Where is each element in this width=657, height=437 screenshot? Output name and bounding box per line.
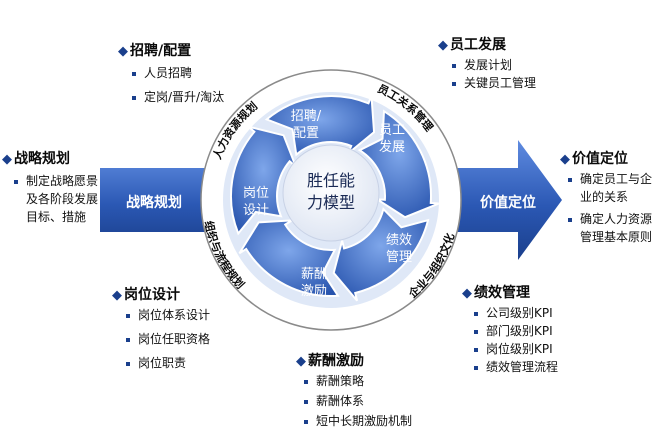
center-label-line1: 胜任能 (306, 171, 355, 190)
panel-recruit-title-text: 招聘/配置 (130, 43, 192, 59)
panel-perf-title: ◆绩效管理 (462, 282, 530, 302)
panel-position-title-text: 岗位设计 (124, 287, 180, 303)
panel-dev-title: ◆员工发展 (438, 34, 506, 54)
panel-position-list: 岗位体系设计 岗位任职资格 岗位职责 (126, 306, 210, 372)
panel-position-title: ◆岗位设计 (112, 284, 180, 304)
segment-recruit: 招聘/ 配置 (286, 108, 326, 142)
list-item: 人员招聘 (132, 64, 224, 82)
segment-arrow-position (230, 125, 297, 236)
segment-salary-line2: 激励 (300, 284, 327, 299)
panel-salary-title-text: 薪酬激励 (308, 353, 364, 369)
panel-strategy-title-text: 战略规划 (14, 151, 70, 167)
list-item: 薪酬策略 (304, 372, 412, 390)
diamond-icon: ◆ (2, 152, 12, 167)
list-item: 确定人力资源管理基本原则 (568, 210, 654, 246)
panel-strategy-list: 制定战略愿景及各阶段发展目标、措施 (14, 172, 104, 226)
right-arrow-shape (440, 140, 562, 260)
list-item: 岗位任职资格 (126, 330, 210, 348)
list-item: 定岗/晋升/淘汰 (132, 88, 224, 106)
panel-dev-title-text: 员工发展 (450, 37, 506, 53)
list-item: 制定战略愿景及各阶段发展目标、措施 (14, 172, 104, 226)
segment-recruit-line1: 招聘/ (290, 109, 322, 124)
segment-position-line2: 设计 (242, 203, 269, 218)
segment-performance: 绩效 管理 (379, 232, 419, 266)
list-item: 岗位体系设计 (126, 306, 210, 324)
right-arrow-label: 价值定位 (480, 195, 536, 211)
panel-recruit-title: ◆招聘/配置 (118, 40, 191, 60)
diamond-icon: ◆ (296, 354, 306, 369)
segment-position: 岗位 设计 (236, 185, 276, 219)
segment-position-line1: 岗位 (242, 186, 269, 201)
segment-staff-dev-line1: 员工 (378, 123, 405, 138)
segment-arrow-recruit (264, 95, 376, 157)
segment-staff-dev-line2: 发展 (378, 140, 405, 155)
center-label-line2: 力模型 (306, 193, 355, 212)
list-item: 岗位级别KPI (474, 340, 558, 358)
panel-strategy-title: ◆战略规划 (2, 148, 70, 168)
panel-dev-list: 发展计划 关键员工管理 (452, 56, 536, 92)
list-item: 短中长期激励机制 (304, 412, 412, 430)
list-item: 绩效管理流程 (474, 358, 558, 376)
segment-salary: 薪酬 激励 (294, 266, 334, 300)
left-arrow-label: 战略规划 (126, 195, 182, 211)
diamond-icon: ◆ (112, 288, 122, 303)
list-item: 关键员工管理 (452, 74, 536, 92)
segment-performance-line1: 绩效 (385, 233, 412, 248)
diamond-icon: ◆ (560, 152, 570, 167)
diamond-icon: ◆ (118, 44, 128, 59)
panel-perf-list: 公司级别KPI 部门级别KPI 岗位级别KPI 绩效管理流程 (474, 304, 558, 376)
list-item: 薪酬体系 (304, 392, 412, 410)
panel-perf-title-text: 绩效管理 (474, 285, 530, 301)
segment-salary-line1: 薪酬 (300, 267, 327, 282)
panel-value-title-text: 价值定位 (572, 151, 628, 167)
center-circle (282, 144, 380, 242)
list-item: 发展计划 (452, 56, 536, 74)
segment-staff-dev: 员工 发展 (372, 122, 412, 156)
diamond-icon: ◆ (438, 38, 448, 53)
center-label: 胜任能 力模型 (301, 170, 361, 214)
segment-arrow-performance (332, 207, 430, 302)
panel-value-title: ◆价值定位 (560, 148, 628, 168)
list-item: 公司级别KPI (474, 304, 558, 322)
list-item: 确定员工与企业的关系 (568, 170, 654, 206)
panel-salary-title: ◆薪酬激励 (296, 350, 364, 370)
segment-arrow-salary (238, 219, 340, 297)
list-item: 岗位职责 (126, 354, 210, 372)
panel-recruit-list: 人员招聘 定岗/晋升/淘汰 (132, 64, 224, 106)
segment-performance-line2: 管理 (385, 250, 412, 265)
panel-salary-list: 薪酬策略 薪酬体系 短中长期激励机制 (304, 372, 412, 430)
diamond-icon: ◆ (462, 286, 472, 301)
segment-arrow-staff-dev (357, 109, 440, 219)
list-item: 部门级别KPI (474, 322, 558, 340)
panel-value-list: 确定员工与企业的关系 确定人力资源管理基本原则 (568, 170, 654, 246)
segment-recruit-line2: 配置 (292, 126, 319, 141)
